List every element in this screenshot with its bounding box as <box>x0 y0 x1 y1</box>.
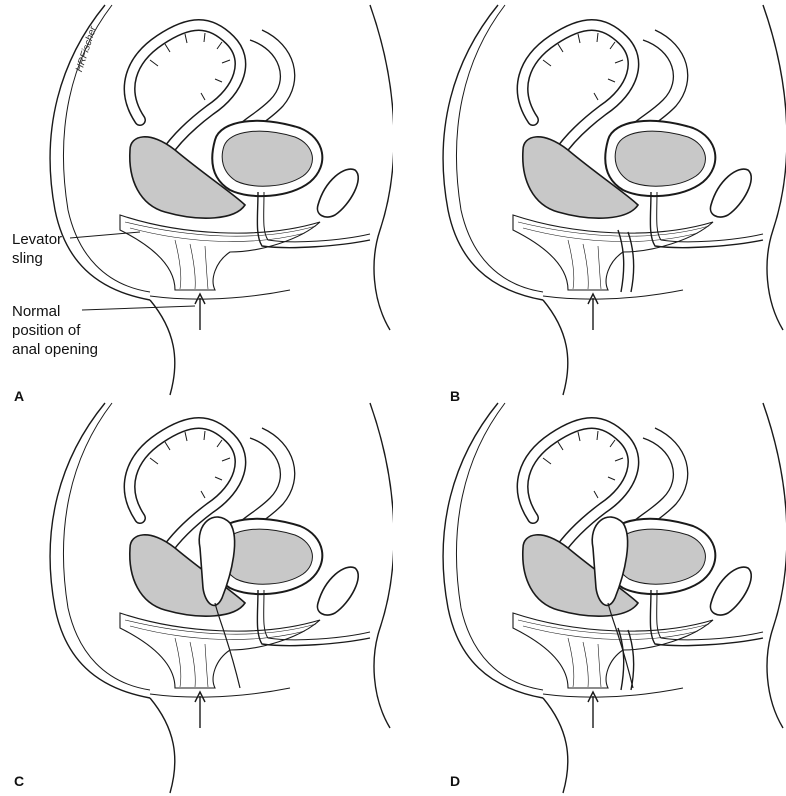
pubic-bone <box>317 169 358 217</box>
perineum-line <box>150 688 290 697</box>
perineum-line <box>543 290 683 299</box>
panel-b <box>393 0 786 398</box>
anal-opening-label: Normal position of anal opening <box>12 302 98 359</box>
levator-label-line-1: Levator <box>12 230 62 249</box>
pubic-bone <box>317 567 358 615</box>
levator-sling-label: Levator sling <box>12 230 62 268</box>
levator-sling <box>120 215 320 290</box>
abdominal-wall <box>370 5 393 330</box>
panel-letter-c: C <box>14 773 24 789</box>
levator-label-line-2: sling <box>12 249 62 268</box>
abdominal-wall <box>763 403 786 728</box>
levator-sling <box>120 613 320 688</box>
abdominal-wall <box>370 403 393 728</box>
pelvis-illustration <box>393 398 786 796</box>
pelvis-illustration <box>0 398 393 796</box>
panel-d <box>393 398 786 796</box>
abdominal-wall <box>763 5 786 330</box>
pubic-bone <box>710 567 751 615</box>
perineum-line <box>150 290 290 299</box>
anal-label-line-2: position of <box>12 321 98 340</box>
buttock-contour <box>543 698 568 793</box>
buttock-contour <box>150 300 175 395</box>
panel-letter-d: D <box>450 773 460 789</box>
pelvis-illustration <box>393 0 786 398</box>
levator-sling <box>513 215 713 290</box>
panel-letter-a: A <box>14 388 24 404</box>
panel-letter-b: B <box>450 388 460 404</box>
anal-label-line-1: Normal <box>12 302 98 321</box>
panel-c <box>0 398 393 796</box>
pubic-bone <box>710 169 751 217</box>
anal-label-line-3: anal opening <box>12 340 98 359</box>
buttock-contour <box>150 698 175 793</box>
levator-sling <box>513 613 713 688</box>
buttock-contour <box>543 300 568 395</box>
perineum-line <box>543 688 683 697</box>
